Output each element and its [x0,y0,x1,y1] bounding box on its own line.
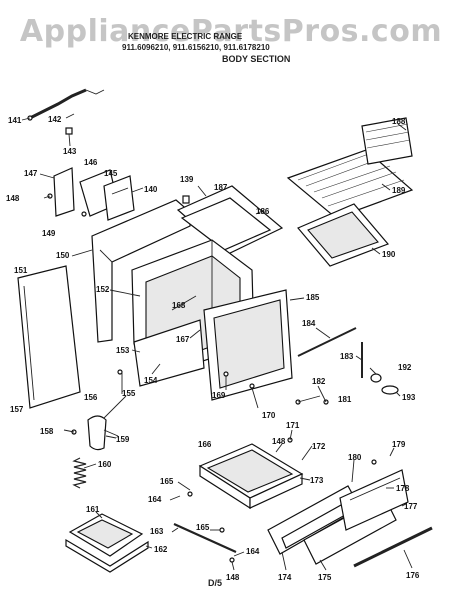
callout-187: 187 [214,183,228,192]
callout-170: 170 [262,411,276,420]
callout-178: 178 [396,484,410,493]
callout-184: 184 [302,319,316,328]
part-185-front-frame [203,289,293,401]
part-163-rail [173,522,237,554]
callout-165a: 165 [160,477,174,486]
callout-167: 167 [176,335,190,344]
header-model-line: KENMORE ELECTRIC RANGE [128,32,243,41]
callout-142: 142 [48,115,62,124]
callout-160: 160 [98,460,112,469]
callout-177: 177 [404,502,418,511]
callout-185: 185 [306,293,320,302]
callout-164a: 164 [148,495,162,504]
page-number: D/5 [208,578,222,588]
callout-159: 159 [116,435,130,444]
callout-173: 173 [310,476,324,485]
callout-146: 146 [84,158,98,167]
callout-140: 140 [144,185,158,194]
callout-172: 172 [312,442,326,451]
watermark: AppliancePartsPros.com [19,14,443,49]
part-177-180-panel [339,469,409,531]
callout-141: 141 [8,116,22,125]
callout-175: 175 [318,573,332,582]
callout-169: 169 [212,391,226,400]
callout-161: 161 [86,505,100,514]
callout-183: 183 [340,352,354,361]
part-166-drawer [198,443,304,510]
callout-153: 153 [116,346,130,355]
callout-179: 179 [392,440,406,449]
callout-162: 162 [154,545,168,554]
part-155-159-hinge [87,415,119,451]
callout-152: 152 [96,285,110,294]
callout-192: 192 [398,363,412,372]
part-192-193-knob [370,373,399,395]
part-150-side-frame [91,199,191,343]
callout-147: 147 [24,169,38,178]
header-model-numbers: 911.6096210, 911.6156210, 911.6178210 [122,43,270,52]
leader-lines [21,113,413,571]
callout-145: 145 [104,169,118,178]
callout-176: 176 [406,571,420,580]
callout-158: 158 [40,427,54,436]
callout-154: 154 [144,376,158,385]
part-147-bracket [53,167,75,217]
callout-156: 156 [84,393,98,402]
callout-155: 155 [122,389,136,398]
callout-180: 180 [348,453,362,462]
callout-171: 171 [286,421,300,430]
callout-193: 193 [402,393,416,402]
callout-188: 188 [392,117,406,126]
part-188-189-oven-rack [286,117,414,219]
callout-186: 186 [256,207,270,216]
callout-148c: 148 [226,573,240,582]
callout-163: 163 [150,527,164,536]
callout-174: 174 [278,573,292,582]
callout-157: 157 [10,405,24,414]
part-154-oven-bottom [133,319,205,387]
header-section-title: BODY SECTION [222,54,291,64]
part-190-broiler-pan [297,203,390,267]
callout-labels: 141 142 143 145 146 147 148 149 140 139 … [6,115,420,582]
callout-149: 149 [42,229,56,238]
part-141-cord [27,88,105,121]
callout-151: 151 [14,266,28,275]
callout-181: 181 [338,395,352,404]
part-143-clip [65,127,73,135]
callout-139: 139 [180,175,194,184]
callout-182: 182 [312,377,326,386]
part-160-spring [72,457,87,489]
callout-148b: 148 [272,437,286,446]
callout-190: 190 [382,250,396,259]
part-187-top-frame [176,185,284,255]
callout-166: 166 [198,440,212,449]
part-139-clip [182,195,190,204]
callout-143: 143 [63,147,77,156]
callout-150: 150 [56,251,70,260]
callout-168: 168 [172,301,186,310]
callout-165b: 165 [196,523,210,532]
part-161-162-pan [65,513,149,573]
callout-164b: 164 [246,547,260,556]
part-176-handle [353,526,433,568]
callout-148a: 148 [6,194,20,203]
callout-189: 189 [392,186,406,195]
part-151-157-side-panel [17,265,81,409]
part-145-146-terminal-block [79,169,135,221]
